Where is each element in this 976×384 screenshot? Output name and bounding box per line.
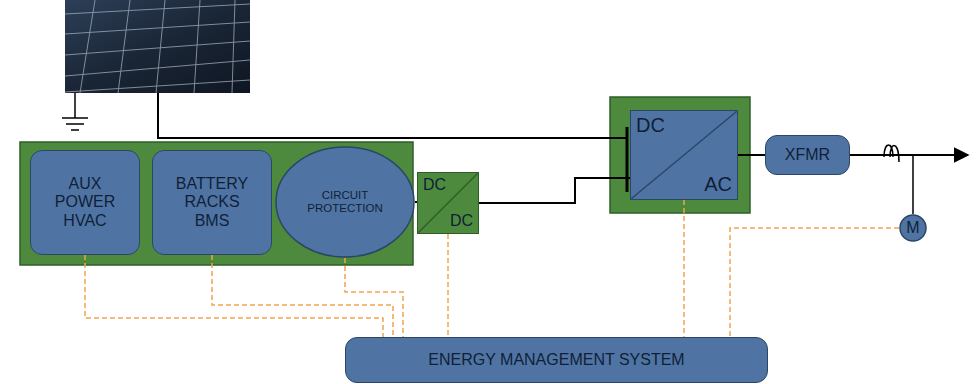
power-wire	[479, 178, 630, 203]
circuit-protection-ellipse: CIRCUIT PROTECTION	[275, 146, 415, 258]
dc-dc-converter: DCDC	[417, 172, 479, 234]
control-link	[85, 255, 383, 337]
control-link	[730, 228, 899, 337]
battery-racks-box: BATTERY RACKS BMS	[152, 150, 272, 255]
solar-panel-grid	[65, 0, 250, 93]
breaker-symbol	[884, 145, 899, 162]
solar-panel	[65, 0, 250, 93]
node-label: XFMR	[785, 146, 830, 164]
node-label: CIRCUIT PROTECTION	[295, 189, 395, 215]
control-link	[447, 234, 449, 337]
control-link	[212, 255, 393, 337]
node-label: DC	[450, 212, 473, 230]
ems-box: ENERGY MANAGEMENT SYSTEM	[345, 337, 768, 383]
node-label: DC	[636, 114, 665, 137]
meter-circle: M	[899, 214, 927, 242]
power-wire	[738, 154, 765, 156]
converter-diagonal	[418, 173, 477, 232]
node-label: AC	[704, 173, 732, 196]
dc-bus-bar	[626, 127, 629, 192]
battery-enclosure	[20, 142, 413, 265]
node-label: AUX POWER HVAC	[50, 175, 120, 230]
node-outline	[900, 215, 926, 241]
solar-panel-body	[65, 0, 250, 93]
grid-output-wire	[850, 154, 968, 156]
pv-dc-wire	[158, 93, 626, 138]
node-label: BATTERY RACKS BMS	[170, 175, 255, 230]
node-outline	[276, 147, 414, 257]
inverter-enclosure	[610, 97, 750, 213]
node-label: M	[906, 219, 919, 237]
transformer-box: XFMR	[765, 135, 850, 175]
control-link	[683, 200, 685, 337]
dc-ac-inverter: DC AC	[630, 110, 738, 200]
meter-tap-wire	[912, 155, 914, 214]
node-label: ENERGY MANAGEMENT SYSTEM	[428, 351, 684, 369]
control-link	[345, 258, 403, 337]
converter-diagonal	[631, 111, 736, 198]
aux-power-box: AUX POWER HVAC	[30, 150, 140, 255]
node-label: DC	[423, 176, 446, 194]
ground-symbol	[62, 93, 88, 130]
